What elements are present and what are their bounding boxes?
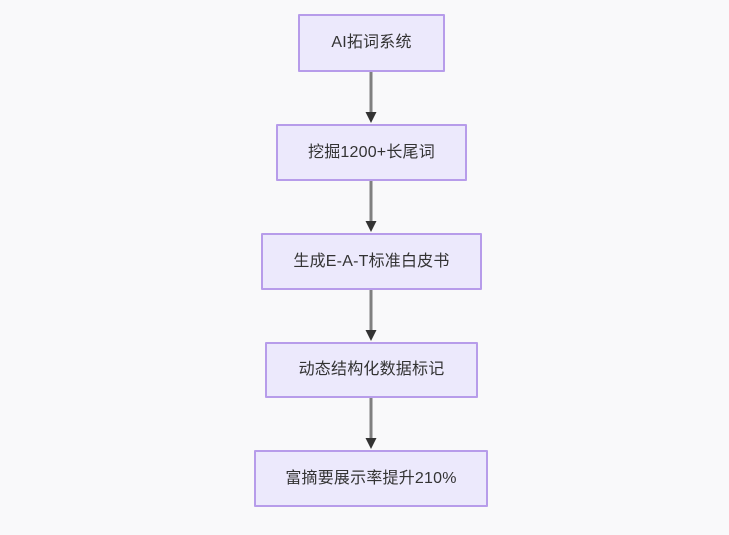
- flow-node-4-label: 动态结构化数据标记: [298, 361, 445, 379]
- flow-node-3[interactable]: 生成E-A-T标准白皮书: [261, 233, 482, 290]
- flow-connector-3-to-4: [361, 290, 381, 342]
- flow-node-4[interactable]: 动态结构化数据标记: [265, 342, 478, 398]
- flow-node-2-label: 挖掘1200+长尾词: [308, 143, 435, 161]
- flow-node-1-label: AI拓词系统: [331, 34, 412, 52]
- flow-node-1[interactable]: AI拓词系统: [298, 14, 445, 72]
- arrow-down-icon: [365, 290, 377, 341]
- flow-node-5[interactable]: 富摘要展示率提升210%: [254, 450, 488, 507]
- flow-node-3-label: 生成E-A-T标准白皮书: [293, 252, 450, 270]
- arrow-down-icon: [365, 72, 377, 123]
- flow-node-5-label: 富摘要展示率提升210%: [285, 469, 457, 487]
- flow-connector-4-to-5: [361, 398, 381, 450]
- flow-connector-1-to-2: [361, 72, 381, 124]
- arrow-down-icon: [365, 398, 377, 449]
- arrow-down-icon: [365, 181, 377, 232]
- flow-node-2[interactable]: 挖掘1200+长尾词: [276, 124, 467, 181]
- flow-connector-2-to-3: [361, 181, 381, 233]
